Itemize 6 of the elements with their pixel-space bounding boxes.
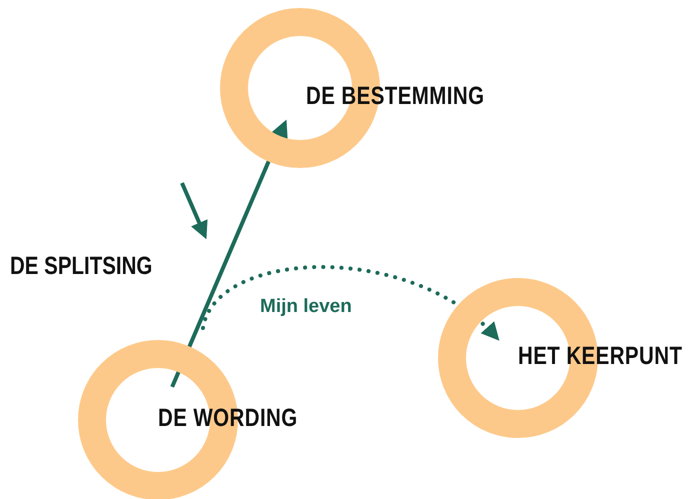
node-label: HET KEERPUNT [518,342,682,371]
edge-label: Mijn leven [258,296,354,318]
node-label: DE BESTEMMING [306,82,484,111]
node-label: DE WORDING [158,404,298,433]
annotation-label: DE SPLITSING [10,252,152,281]
dotted-arrow [201,265,500,340]
